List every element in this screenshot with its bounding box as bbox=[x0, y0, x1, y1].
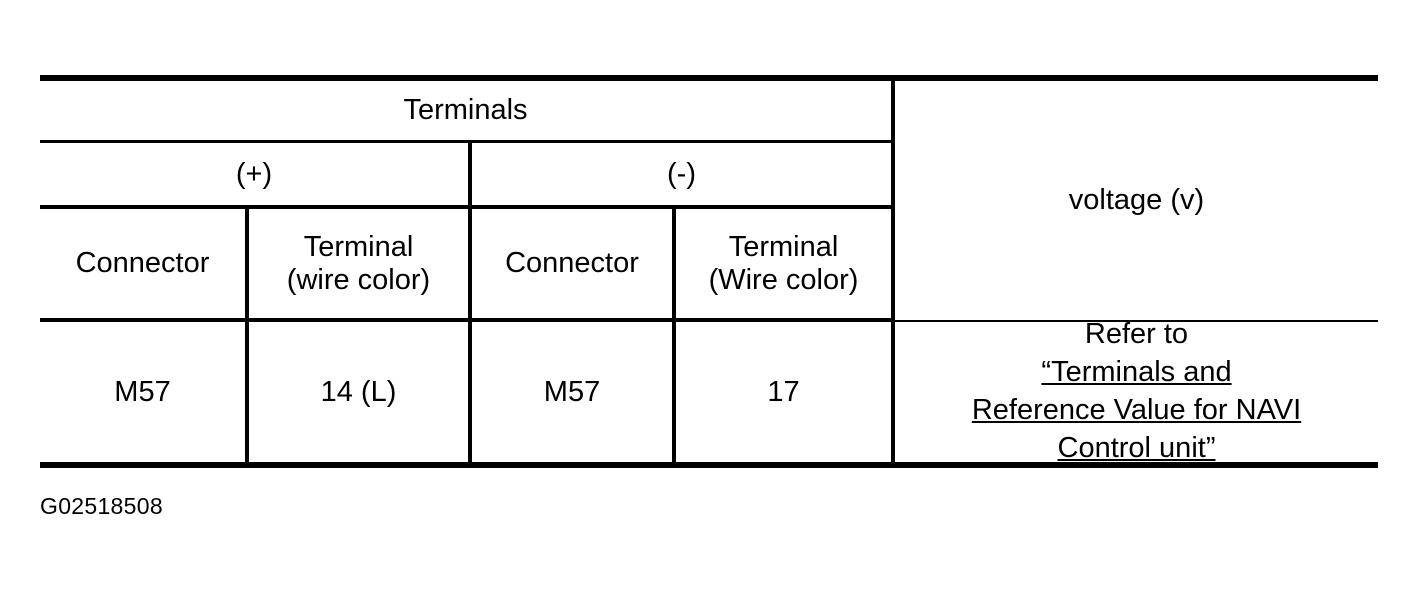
voltage-reference-link-part3[interactable]: Control unit” bbox=[1057, 431, 1216, 464]
cell-negative-connector: M57 bbox=[472, 322, 672, 462]
cell-voltage-reference: Refer to “Terminals and Reference Value … bbox=[895, 318, 1378, 464]
terminals-header-bottom-rule bbox=[40, 140, 893, 143]
header-negative-terminal-line1: Terminal bbox=[728, 231, 839, 264]
cell-positive-terminal: 14 (L) bbox=[249, 322, 468, 462]
cell-negative-terminal-value: 17 bbox=[767, 375, 800, 408]
header-negative-connector-label: Connector bbox=[505, 247, 639, 280]
cell-negative-terminal: 17 bbox=[676, 322, 891, 462]
voltage-reference-link-part2[interactable]: Reference Value for NAVI bbox=[971, 394, 1302, 426]
header-negative-connector: Connector bbox=[472, 209, 672, 318]
voltage-reference-line1: Refer to “Terminals and bbox=[1041, 316, 1231, 392]
column-header-bottom-rule-right bbox=[893, 320, 1378, 322]
header-positive-terminal-line1: Terminal bbox=[303, 231, 414, 264]
cell-positive-connector-value: M57 bbox=[114, 375, 171, 408]
polarity-header-bottom-rule bbox=[40, 205, 893, 209]
header-negative-terminal-line2: (Wire color) bbox=[708, 263, 859, 296]
cell-negative-connector-value: M57 bbox=[543, 375, 601, 408]
divider-positive-negative bbox=[468, 140, 472, 462]
header-negative: (-) bbox=[472, 143, 891, 205]
header-positive-terminal: Terminal (wire color) bbox=[249, 209, 468, 318]
column-header-bottom-rule-left bbox=[40, 318, 893, 322]
voltage-reference-prefix: Refer to bbox=[1084, 318, 1189, 351]
header-voltage-label: voltage (v) bbox=[1068, 184, 1205, 217]
header-positive-connector: Connector bbox=[40, 209, 245, 318]
header-negative-terminal: Terminal (Wire color) bbox=[676, 209, 891, 318]
table-bottom-rule bbox=[40, 462, 1378, 468]
divider-negative-connector-terminal bbox=[672, 209, 676, 462]
header-voltage: voltage (v) bbox=[895, 81, 1378, 320]
header-negative-label: (-) bbox=[667, 157, 696, 190]
divider-positive-connector-terminal bbox=[245, 209, 249, 462]
cell-positive-connector: M57 bbox=[40, 322, 245, 462]
header-terminals-label: Terminals bbox=[403, 94, 528, 127]
header-terminals: Terminals bbox=[40, 81, 891, 140]
header-positive-terminal-line2: (wire color) bbox=[286, 263, 431, 296]
header-positive-label: (+) bbox=[235, 157, 273, 190]
figure-caption: G02518508 bbox=[40, 493, 163, 519]
voltage-reference-link-part1[interactable]: “Terminals and bbox=[1041, 356, 1232, 389]
cell-positive-terminal-value: 14 (L) bbox=[320, 375, 397, 408]
terminals-voltage-table: Terminals (+) (-) Connector Terminal (wi… bbox=[40, 75, 1378, 468]
divider-terminals-voltage bbox=[891, 75, 895, 462]
header-positive-connector-label: Connector bbox=[75, 247, 210, 280]
header-positive: (+) bbox=[40, 143, 468, 205]
table-top-rule bbox=[40, 75, 1378, 81]
